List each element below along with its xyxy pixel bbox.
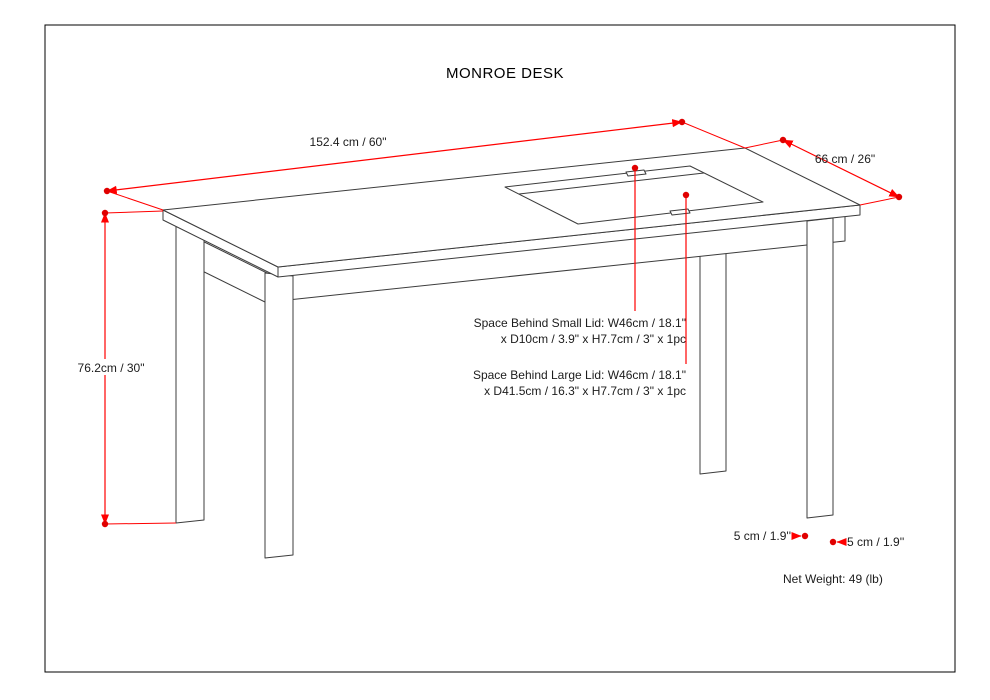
desk-leg-front-right — [806, 217, 834, 519]
leg-width-label: 5 cm / 1.9'' — [734, 529, 791, 543]
leg-width-dot — [801, 532, 809, 540]
large-lid-annotation: Space Behind Large Lid: W46cm / 18.1" x … — [473, 191, 690, 398]
width-dim-connector-right — [681, 121, 746, 149]
height-dim-dot-top — [101, 209, 109, 217]
depth-dim-connector-front — [859, 196, 900, 206]
leg-depth-dimension: 5 cm / 1.9'' — [829, 535, 904, 549]
width-dimension: 152.4 cm / 60" — [103, 118, 746, 211]
net-weight-text: Net Weight: 49 (lb) — [783, 572, 883, 586]
page-border — [44, 24, 956, 673]
large-lid-label-line1: Space Behind Large Lid: W46cm / 18.1" — [473, 368, 686, 382]
depth-dimension-label: 66 cm / 26" — [815, 152, 875, 166]
leg-depth-dot — [829, 538, 837, 546]
height-dim-dot-bottom — [101, 520, 109, 528]
diagram-title: MONROE DESK — [446, 65, 564, 82]
width-dim-line — [106, 119, 683, 194]
width-dimension-label: 152.4 cm / 60" — [310, 135, 387, 149]
small-lid-dot — [631, 164, 639, 172]
depth-dim-line — [782, 139, 900, 198]
depth-dim-connector-back — [744, 139, 784, 149]
desk-drawing — [162, 147, 861, 559]
height-dimension-label: 76.2cm / 30" — [78, 361, 145, 375]
large-lid-label-line2: x D41.5cm / 16.3" x H7.7cm / 3" x 1pc — [484, 384, 686, 398]
depth-dim-dot-back — [779, 136, 787, 144]
small-lid-annotation: Space Behind Small Lid: W46cm / 18.1" x … — [474, 164, 686, 346]
width-dim-dot-right — [678, 118, 686, 126]
height-dim-connector-bottom — [104, 522, 177, 525]
depth-dim-dot-front — [895, 193, 903, 201]
height-dim-connector-top — [104, 210, 164, 214]
width-dim-connector-left — [106, 190, 164, 211]
height-dimension: 76.2cm / 30" — [70, 209, 177, 528]
desk-leg-front-left — [264, 272, 294, 559]
large-lid-dot — [682, 191, 690, 199]
small-lid-label-line2: x D10cm / 3.9" x H7.7cm / 3" x 1pc — [501, 332, 686, 346]
leg-depth-label: 5 cm / 1.9'' — [847, 535, 904, 549]
height-label-backdrop — [70, 359, 152, 375]
desk-lid-large-handle — [669, 208, 691, 216]
desk-leg-back-right — [699, 240, 727, 475]
depth-dimension: 66 cm / 26" — [744, 136, 903, 206]
width-dim-dot-left — [103, 187, 111, 195]
small-lid-label-line1: Space Behind Small Lid: W46cm / 18.1" — [474, 316, 686, 330]
leg-width-dimension: 5 cm / 1.9'' — [734, 529, 809, 543]
desk-leg-back-left — [175, 225, 205, 524]
